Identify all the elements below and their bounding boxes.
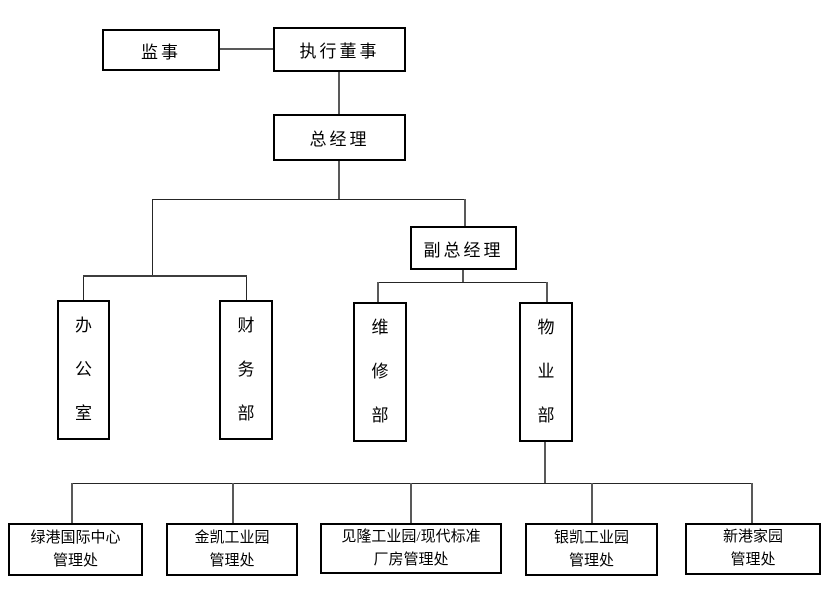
org-node-label: 总经理 bbox=[309, 130, 370, 149]
org-node-general-manager: 总经理 bbox=[273, 114, 406, 161]
connector-line bbox=[462, 270, 464, 283]
connector-line bbox=[546, 282, 548, 302]
connector-line bbox=[71, 483, 753, 484]
org-node-label: 金凯工业园 管理处 bbox=[194, 529, 270, 569]
org-node-label: 见隆工业园/现代标准 厂房管理处 bbox=[341, 528, 481, 568]
connector-line bbox=[338, 161, 340, 200]
org-node-label: 副总经理 bbox=[423, 240, 504, 260]
org-node-label: 银凯工业园 管理处 bbox=[553, 529, 629, 569]
org-node-label: 财 务 部 bbox=[237, 316, 255, 423]
org-node-finance-dept: 财 务 部 bbox=[219, 300, 273, 440]
org-node-supervisor: 监事 bbox=[102, 29, 220, 71]
org-node-yinkai-mgmt: 银凯工业园 管理处 bbox=[525, 523, 658, 576]
org-node-label: 监事 bbox=[141, 42, 181, 62]
org-node-maintenance-dept: 维 修 部 bbox=[353, 302, 407, 442]
connector-line bbox=[83, 275, 247, 277]
connector-line bbox=[246, 277, 247, 300]
org-node-office: 办 公 室 bbox=[57, 300, 110, 440]
org-node-label: 执行董事 bbox=[299, 42, 380, 61]
org-node-property-dept: 物 业 部 bbox=[519, 302, 573, 442]
connector-line bbox=[464, 199, 466, 226]
connector-line bbox=[591, 483, 593, 523]
connector-line bbox=[152, 199, 466, 200]
org-node-label: 办 公 室 bbox=[75, 316, 92, 423]
connector-line bbox=[751, 483, 753, 523]
connector-line bbox=[83, 277, 84, 300]
connector-line bbox=[71, 483, 73, 523]
org-node-executive-director: 执行董事 bbox=[273, 27, 406, 72]
org-node-label: 物 业 部 bbox=[537, 318, 555, 425]
connector-line bbox=[378, 282, 547, 283]
connector-line bbox=[377, 282, 379, 303]
connector-line bbox=[220, 48, 273, 50]
connector-line bbox=[544, 442, 546, 483]
org-node-lvgang-mgmt: 绿港国际中心 管理处 bbox=[8, 523, 143, 576]
org-node-xingang-mgmt: 新港家园 管理处 bbox=[685, 523, 821, 575]
org-node-label: 新港家园 管理处 bbox=[722, 529, 783, 568]
connector-line bbox=[410, 483, 412, 523]
org-node-jinkai-mgmt: 金凯工业园 管理处 bbox=[166, 523, 298, 576]
org-node-jianlong-mgmt: 见隆工业园/现代标准 厂房管理处 bbox=[320, 523, 502, 574]
connector-line bbox=[338, 71, 340, 114]
connector-line bbox=[152, 199, 153, 276]
org-node-deputy-general-manager: 副总经理 bbox=[410, 226, 517, 270]
connector-line bbox=[232, 483, 234, 523]
org-node-label: 绿港国际中心 管理处 bbox=[30, 529, 121, 569]
org-node-label: 维 修 部 bbox=[371, 318, 389, 425]
